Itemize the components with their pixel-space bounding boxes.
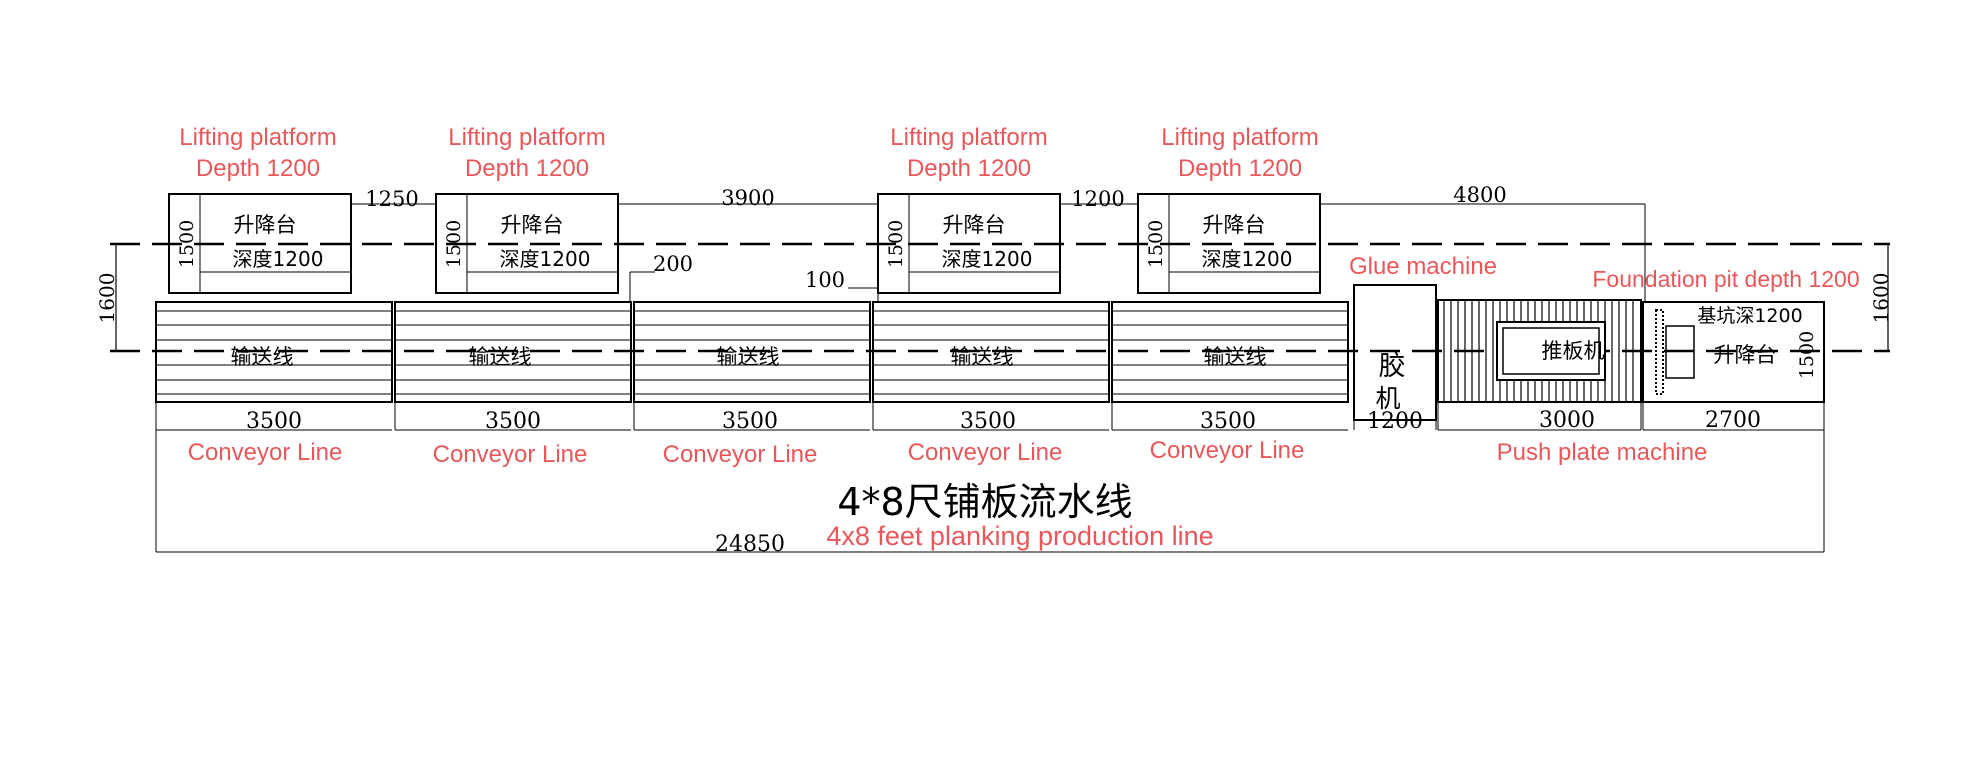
conveyor-cn-5: 输送线 [1204, 345, 1267, 369]
glue-cn-2: 机 [1375, 384, 1400, 413]
push-plate-machine: 推板机 3000 Push plate machine [1437, 299, 1708, 466]
conveyor-line-2: 输送线 3500 Conveyor Line [394, 301, 632, 468]
pit-len: 2700 [1705, 408, 1761, 433]
lift-en-title-4: Lifting platform [1161, 124, 1318, 151]
lift-cn-depth-3: 深度1200 [942, 247, 1033, 271]
conveyor-len-2: 3500 [485, 409, 541, 434]
conveyor-en-2: Conveyor Line [433, 441, 588, 468]
title-en: 4x8 feet planking production line [826, 521, 1213, 551]
offset-dim-100: 100 [805, 268, 845, 292]
conveyor-len-1: 3500 [246, 409, 302, 434]
conveyor-len-3: 3500 [722, 409, 778, 434]
lift-width-4: 1500 [1145, 220, 1167, 268]
overall-dimension [155, 430, 1825, 553]
lift-en-depth-4: Depth 1200 [1178, 155, 1302, 182]
conveyor-line-4: 输送线 3500 Conveyor Line [872, 301, 1110, 466]
conveyor-cn-3: 输送线 [717, 345, 780, 369]
lift-en-depth-2: Depth 1200 [465, 155, 589, 182]
offset-dim-200: 200 [653, 252, 693, 276]
conveyor-cn-4: 输送线 [951, 345, 1014, 369]
conveyor-en-3: Conveyor Line [663, 441, 818, 468]
lift-cn-depth-2: 深度1200 [500, 247, 591, 271]
glue-machine: 胶 机 1200 Glue machine [1349, 253, 1497, 434]
conveyor-line-3: 输送线 3500 Conveyor Line [633, 301, 871, 468]
conveyor-len-5: 3500 [1200, 409, 1256, 434]
glue-cn-1: 胶 [1379, 351, 1406, 382]
conveyor-cn-2: 输送线 [469, 345, 532, 369]
lift-en-depth-1: Depth 1200 [196, 155, 320, 182]
gap-dim-2: 3900 [721, 186, 774, 210]
lifting-platform-4: 升降台 深度1200 1500 [1137, 193, 1321, 294]
lift-cn-depth-1: 深度1200 [233, 247, 324, 271]
lift-width-2: 1500 [443, 220, 465, 268]
lift-en-annotations: Lifting platform Depth 1200 Lifting plat… [179, 124, 1318, 182]
pit-lift-cn: 升降台 [1714, 343, 1777, 367]
lift-en-depth-3: Depth 1200 [907, 155, 1031, 182]
lifting-platform-3: 升降台 深度1200 1500 [877, 193, 1061, 294]
conveyor-en-1: Conveyor Line [188, 439, 343, 466]
conveyor-len-4: 3500 [960, 409, 1016, 434]
pusher-cn: 推板机 [1542, 339, 1605, 363]
pusher-en: Push plate machine [1497, 439, 1708, 466]
gap-dim-4: 4800 [1453, 183, 1506, 207]
title-cn: 4*8尺铺板流水线 [837, 480, 1132, 524]
lift-en-title-2: Lifting platform [448, 124, 605, 151]
pusher-len: 3000 [1539, 408, 1595, 433]
conveyor-line-1: 输送线 3500 Conveyor Line [155, 301, 393, 466]
lift-en-title-1: Lifting platform [179, 124, 336, 151]
gap-dim-3: 1200 [1071, 187, 1124, 211]
conveyor-en-4: Conveyor Line [908, 439, 1063, 466]
lifting-platform-2: 升降台 深度1200 1500 [435, 193, 619, 294]
spacing-dimensions [351, 203, 1646, 302]
lift-cn-label-4: 升降台 [1203, 213, 1266, 237]
lift-en-title-3: Lifting platform [890, 124, 1047, 151]
conveyor-cn-1: 输送线 [231, 345, 294, 369]
pit-en: Foundation pit depth 1200 [1592, 266, 1859, 292]
side-height-right: 1600 [1869, 273, 1893, 324]
pit-cn: 基坑深1200 [1697, 305, 1802, 327]
lift-width-1: 1500 [176, 220, 198, 268]
conveyor-en-5: Conveyor Line [1150, 437, 1305, 464]
pit-width: 1500 [1796, 331, 1818, 379]
gap-dim-1: 1250 [365, 187, 418, 211]
lift-cn-label-1: 升降台 [234, 213, 297, 237]
lift-cn-depth-4: 深度1200 [1202, 247, 1293, 271]
lifting-platform-1: 升降台 深度1200 1500 [168, 193, 352, 294]
glue-len: 1200 [1367, 409, 1423, 434]
lift-cn-label-3: 升降台 [943, 213, 1006, 237]
total-length: 24850 [715, 532, 785, 557]
conveyor-line-5: 输送线 3500 Conveyor Line [1111, 301, 1349, 464]
lift-cn-label-2: 升降台 [501, 213, 564, 237]
glue-en: Glue machine [1349, 253, 1497, 280]
pit-lifting-platform: 基坑深1200 升降台 1500 2700 Foundation pit dep… [1592, 266, 1859, 433]
side-height-left: 1600 [95, 273, 119, 324]
lift-width-3: 1500 [885, 220, 907, 268]
